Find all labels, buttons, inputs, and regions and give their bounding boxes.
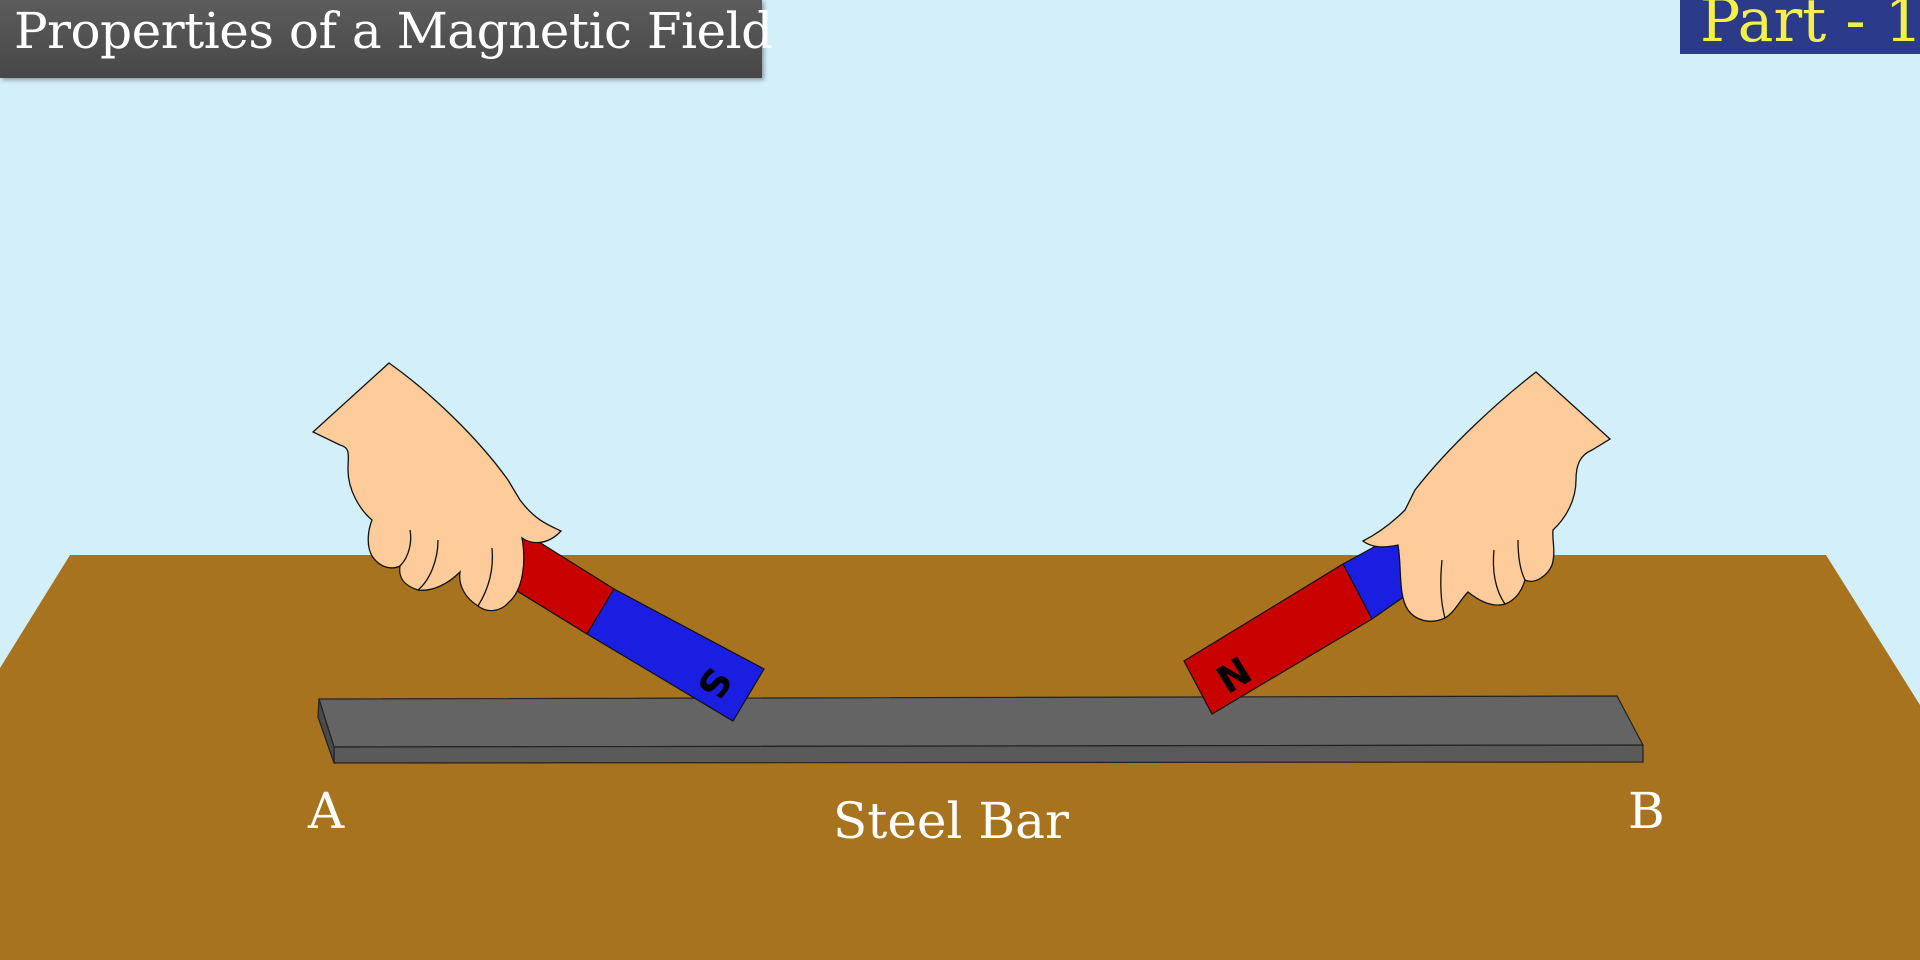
part-badge: Part - 1 [1680,0,1920,54]
title-banner: Properties of a Magnetic Field [0,0,773,78]
steel-bar-top [318,695,1644,748]
right-magnet-red-half [1183,563,1373,715]
part-label: Part - 1 [1700,0,1920,54]
left-hand-icon [311,362,563,612]
end-b-label: B [1628,782,1665,840]
right-hand-icon [1361,371,1612,622]
steel-bar-front [333,744,1644,764]
left-magnet-blue-half [586,588,765,722]
steel-bar-left-side [317,698,335,764]
end-a-label: A [308,782,345,840]
steel-bar-label: Steel Bar [833,792,1069,850]
steel-bar [317,695,1644,764]
page-title: Properties of a Magnetic Field [14,2,773,60]
